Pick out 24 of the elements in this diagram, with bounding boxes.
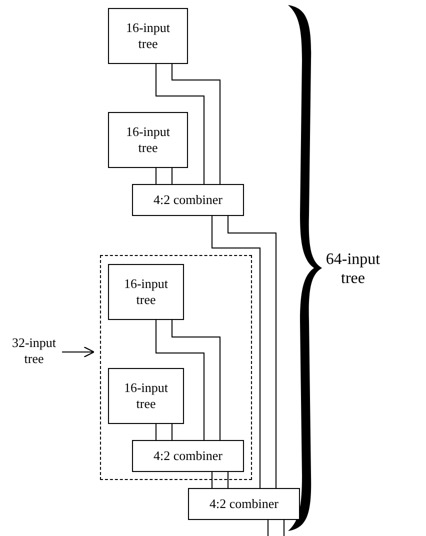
wire (228, 216, 276, 488)
group-label: 64-input tree (324, 250, 382, 288)
group-label: 32-input tree (10, 335, 58, 367)
wire (172, 320, 220, 440)
block-label: 16-input tree (124, 124, 172, 156)
process-box (108, 264, 184, 320)
arrow (62, 346, 95, 358)
block-label: 16-input tree (124, 20, 172, 52)
process-box (132, 184, 244, 216)
block-label: 4:2 combiner (154, 192, 222, 208)
wire (156, 64, 204, 184)
block-label: 16-input tree (122, 276, 170, 308)
process-box (108, 8, 188, 64)
process-box (108, 368, 184, 424)
wire (212, 216, 260, 488)
process-box (108, 112, 188, 168)
block-label: 4:2 combiner (154, 448, 222, 464)
block-label: 4:2 combiner (210, 496, 278, 512)
wire (156, 320, 204, 440)
process-box (188, 488, 300, 520)
wire (172, 64, 220, 184)
block-label: 16-input tree (122, 380, 170, 412)
group-outline (100, 255, 252, 480)
process-box (132, 440, 244, 472)
